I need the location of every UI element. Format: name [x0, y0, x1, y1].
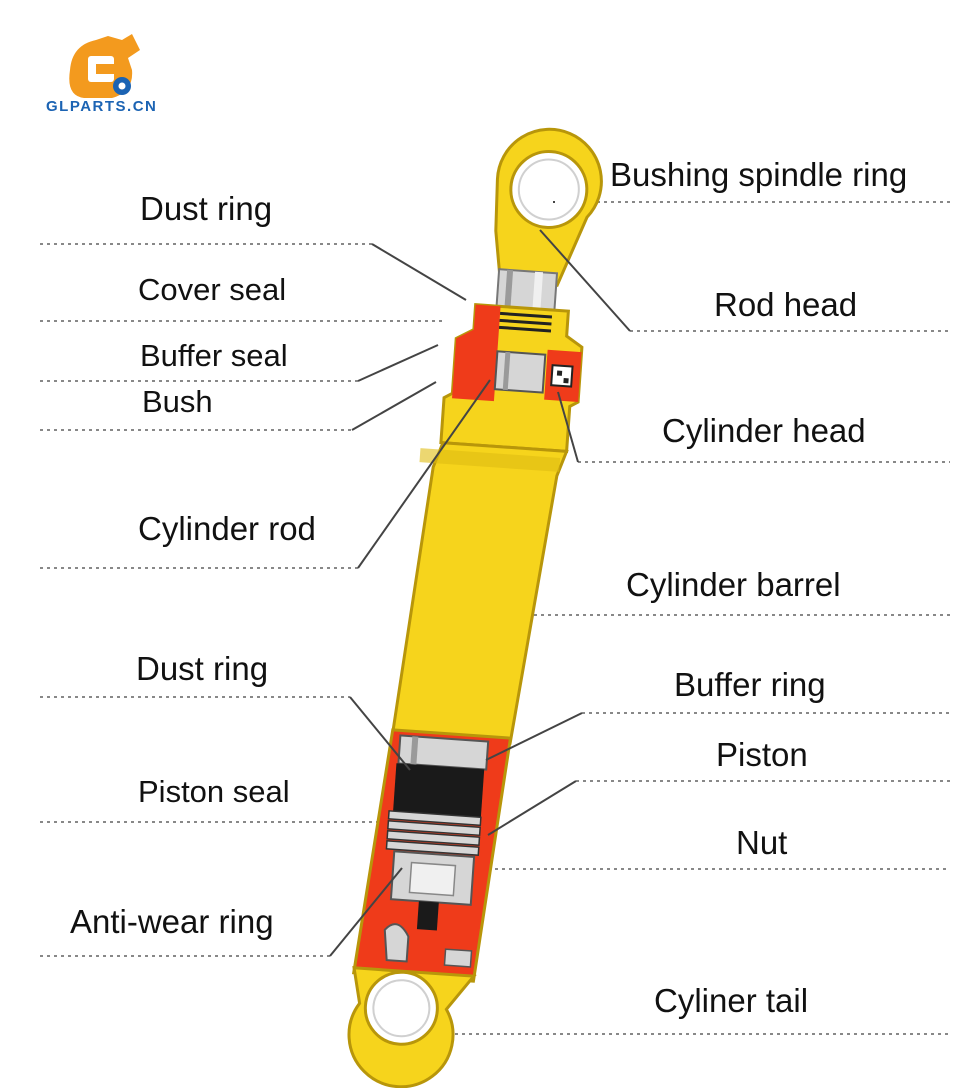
cylinder-rod-top	[495, 268, 559, 315]
left-baselines	[40, 243, 445, 957]
right-baselines	[455, 201, 950, 1035]
brand-logo-text: GLPARTS.CN	[46, 98, 158, 115]
barrel-cutaway	[351, 728, 513, 983]
label-cover-seal: Cover seal	[138, 272, 287, 307]
label-cylinder-head: Cylinder head	[662, 412, 866, 449]
leader-lines	[329, 201, 631, 957]
label-anti-wear-ring: Anti-wear ring	[70, 903, 274, 940]
cylinder-head	[439, 303, 584, 453]
cylinder-tail-eye	[347, 966, 477, 1088]
label-nut: Nut	[736, 824, 788, 861]
label-piston-seal: Piston seal	[138, 774, 290, 809]
glparts-logo-icon	[69, 34, 140, 98]
label-bushing-spindle-ring: Bushing spindle ring	[610, 156, 908, 193]
label-rod-head: Rod head	[714, 286, 858, 323]
label-buffer-ring: Buffer ring	[674, 666, 826, 703]
label-dust-ring-bottom: Dust ring	[136, 650, 269, 687]
label-buffer-seal: Buffer seal	[140, 338, 288, 373]
label-piston: Piston	[716, 736, 808, 773]
hydraulic-cylinder	[347, 127, 603, 1088]
label-cylinder-barrel: Cylinder barrel	[626, 566, 841, 603]
rod-head-eye	[494, 127, 603, 287]
label-bush: Bush	[142, 384, 213, 419]
label-dust-ring-top: Dust ring	[140, 190, 273, 227]
label-cyliner-tail: Cyliner tail	[654, 982, 809, 1019]
label-cylinder-rod: Cylinder rod	[138, 510, 316, 547]
cylinder-barrel	[390, 441, 569, 745]
